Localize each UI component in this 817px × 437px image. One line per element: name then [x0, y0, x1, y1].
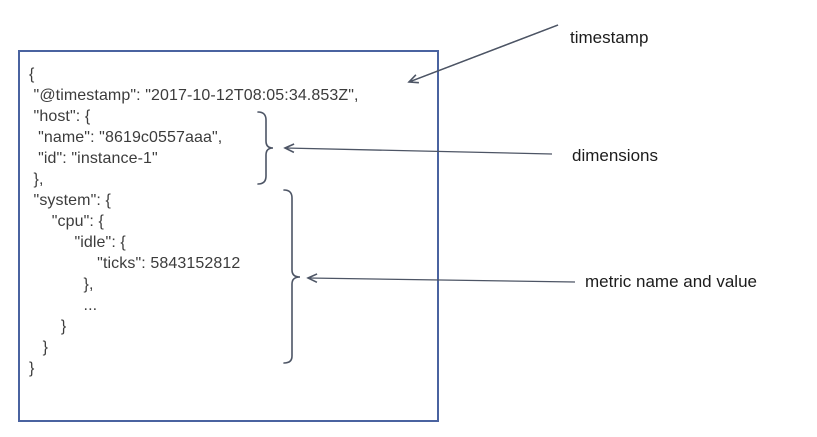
- metric-name-and-value-label: metric name and value: [585, 272, 757, 291]
- json-document-code: { "@timestamp": "2017-10-12T08:05:34.853…: [29, 66, 359, 377]
- timestamp-label: timestamp: [570, 28, 649, 47]
- dimensions-label: dimensions: [572, 146, 658, 165]
- json-document-box: { "@timestamp": "2017-10-12T08:05:34.853…: [18, 50, 439, 422]
